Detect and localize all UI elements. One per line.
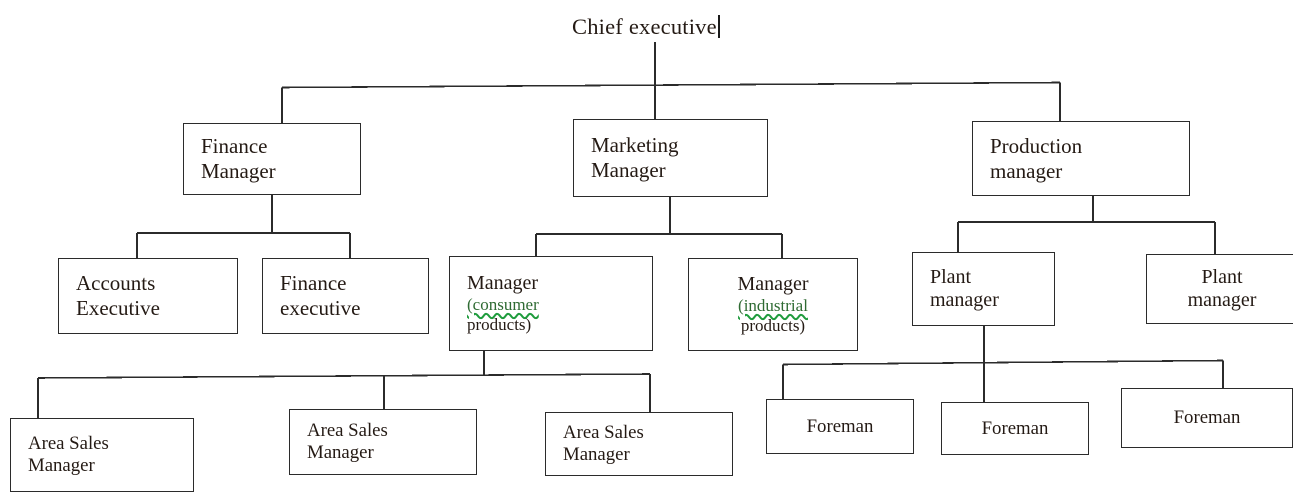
node-marketing-manager[interactable]: Marketing Manager <box>573 119 768 197</box>
node-line-2: Manager <box>28 455 95 476</box>
node-plant-manager-2[interactable]: Plant manager <box>1146 254 1293 324</box>
page-title: Chief executive <box>572 14 720 40</box>
node-accounts-executive[interactable]: Accounts Executive <box>58 258 238 334</box>
node-line-1: Foreman <box>806 415 874 437</box>
node-manager-consumer-products[interactable]: Manager (consumer products) <box>449 256 653 351</box>
node-line-2: Manager <box>307 442 374 463</box>
node-line-2: executive <box>280 296 361 320</box>
node-line-1: Accounts <box>76 271 156 296</box>
node-line-1: Area Sales <box>28 433 109 455</box>
node-line-2: manager <box>990 158 1063 183</box>
node-line-2-misspelled: (consumer <box>467 295 539 315</box>
node-line-1: Manager <box>467 271 539 294</box>
node-line-2: Manager <box>201 159 276 183</box>
node-line-2: Executive <box>76 296 160 320</box>
node-line-2: manager <box>930 289 999 311</box>
link-consumer-bus <box>37 373 651 379</box>
node-line-3: products) <box>467 315 532 335</box>
node-foreman-3[interactable]: Foreman <box>1121 388 1293 448</box>
node-plant-manager-1[interactable]: Plant manager <box>912 252 1055 326</box>
node-line-1: Production <box>990 133 1083 158</box>
node-line-2: manager <box>1187 289 1257 311</box>
node-area-sales-manager-1[interactable]: Area Sales Manager <box>10 418 194 492</box>
link-root-bus <box>281 81 1061 89</box>
node-production-manager[interactable]: Production manager <box>972 121 1190 196</box>
node-area-sales-manager-3[interactable]: Area Sales Manager <box>545 412 733 476</box>
node-line-2: Manager <box>591 158 666 182</box>
node-line-1: Area Sales <box>307 420 388 442</box>
node-line-1: Plant <box>930 265 972 288</box>
node-line-3: products) <box>740 316 806 336</box>
node-line-1: Finance <box>280 271 347 296</box>
node-line-1: Foreman <box>1173 407 1241 428</box>
node-finance-manager[interactable]: Finance Manager <box>183 123 361 195</box>
text-cursor <box>717 14 720 38</box>
node-foreman-2[interactable]: Foreman <box>941 402 1089 455</box>
node-area-sales-manager-2[interactable]: Area Sales Manager <box>289 409 477 475</box>
node-line-1: Foreman <box>981 417 1049 439</box>
node-line-1: Plant <box>1201 265 1243 288</box>
node-line-1: Finance <box>201 134 268 159</box>
node-line-2: Manager <box>563 444 630 465</box>
node-manager-industrial-products[interactable]: Manager (industrial products) <box>688 258 858 351</box>
node-line-1: Manager <box>737 272 809 295</box>
node-line-1: Marketing <box>591 133 679 158</box>
node-foreman-1[interactable]: Foreman <box>766 399 914 454</box>
link-plant-bus <box>782 359 1224 366</box>
node-line-1: Area Sales <box>563 422 644 444</box>
root-label: Chief executive <box>572 14 717 39</box>
node-line-2-misspelled: (industrial <box>738 296 808 316</box>
node-finance-executive[interactable]: Finance executive <box>262 258 429 334</box>
